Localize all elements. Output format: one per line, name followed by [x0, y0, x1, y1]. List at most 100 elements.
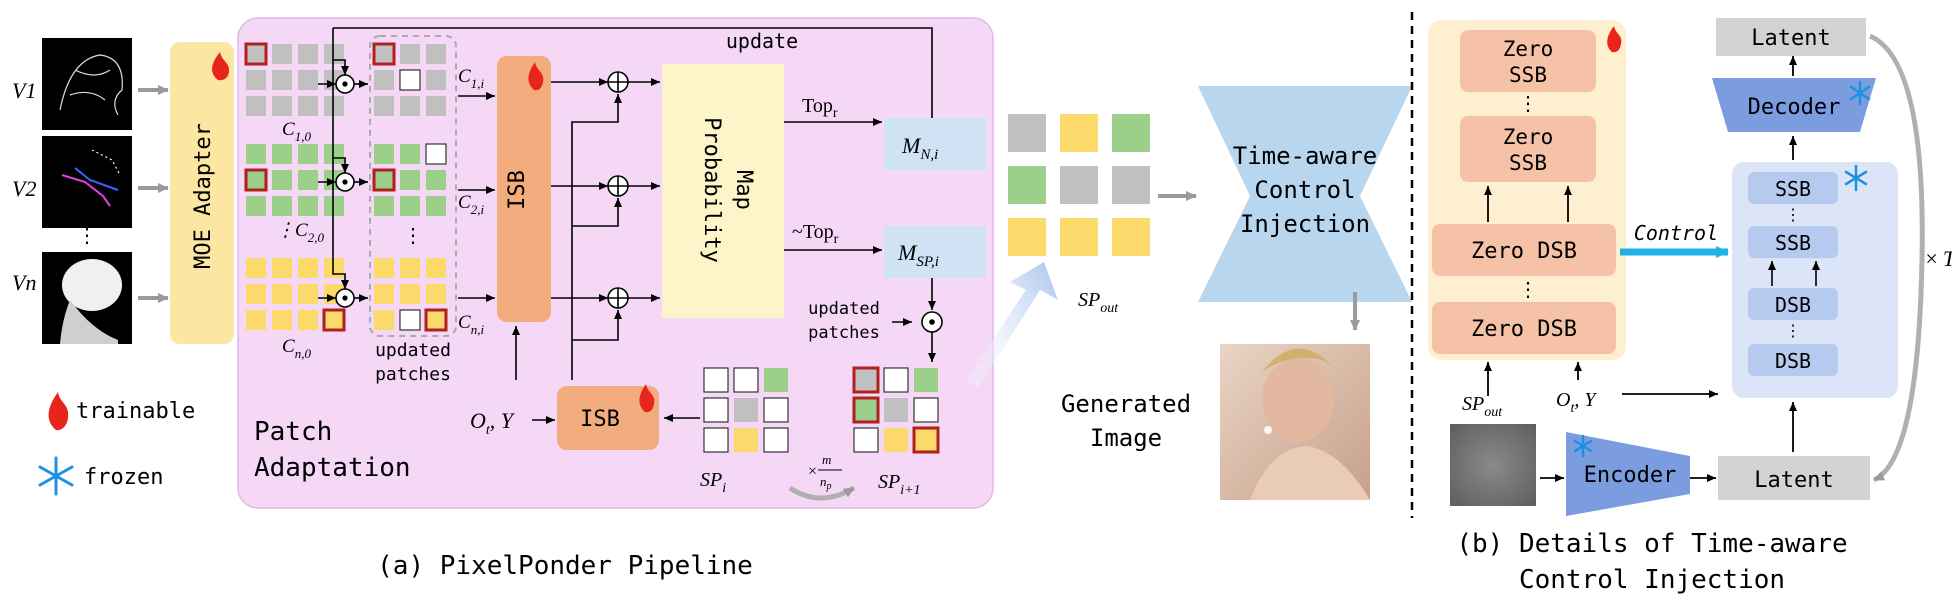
patch-cell	[246, 284, 266, 304]
tci-label-3: Injection	[1240, 210, 1370, 238]
patch-cell	[298, 170, 318, 190]
patch-cell	[272, 96, 292, 116]
grid-spout	[1008, 114, 1150, 256]
patch-cell	[246, 196, 266, 216]
patch-cell	[1060, 218, 1098, 256]
patch-cell	[852, 396, 880, 424]
sp-out-arrow	[966, 262, 1058, 388]
zero-dsb-1: Zero DSB	[1471, 239, 1577, 264]
zero-ssb-2-l1: Zero	[1503, 125, 1554, 149]
patch-cell	[272, 258, 292, 278]
patch-cell	[374, 196, 394, 216]
patch-cell	[298, 70, 318, 90]
probability-map-label-1: Probability	[699, 117, 724, 263]
input-image-vn	[42, 252, 132, 344]
tci-block	[1198, 86, 1412, 302]
times-t-label: ×T	[1924, 246, 1952, 271]
patch-cell	[399, 309, 421, 331]
patch-adaptation-title-2: Adaptation	[254, 453, 411, 483]
frozen-panel	[1732, 162, 1898, 398]
dsb-1: DSB	[1775, 293, 1811, 317]
grid-spi	[703, 367, 789, 453]
mni-block	[884, 118, 986, 170]
patch-cell	[272, 310, 292, 330]
patch-cell	[1060, 166, 1098, 204]
patch-cell	[244, 42, 268, 66]
dsb-2: DSB	[1775, 349, 1811, 373]
patch-cell	[324, 196, 344, 216]
patch-cell	[914, 368, 938, 392]
patch-cell	[399, 69, 421, 91]
zero-dsb-block-2	[1432, 302, 1616, 354]
zero-dsb-ellipsis: ⋮	[1518, 279, 1538, 301]
decoder-label: Decoder	[1748, 95, 1841, 120]
moe-adapter-block	[170, 42, 234, 344]
patch-cell	[298, 196, 318, 216]
patch-cell	[426, 70, 446, 90]
patch-cell	[400, 144, 420, 164]
mspi-block	[884, 226, 986, 278]
patch-cell	[400, 44, 420, 64]
zero-ssb-1-l2: SSB	[1509, 63, 1547, 87]
patch-cell	[298, 310, 318, 330]
generated-image-label-2: Image	[1090, 424, 1162, 452]
scale-arrow	[788, 485, 856, 501]
patch-cell	[1112, 114, 1150, 152]
latent-bottom-block	[1718, 456, 1870, 500]
patch-cell	[324, 44, 344, 64]
noise-image	[1450, 424, 1536, 506]
label-spout: SPout	[1078, 289, 1119, 316]
zero-ssb-1-l1: Zero	[1503, 37, 1554, 61]
patch-cell	[372, 168, 396, 192]
patch-cell	[853, 427, 879, 453]
probability-map-label-2: Map	[731, 170, 756, 210]
generated-image-label-1: Generated	[1061, 390, 1191, 418]
snowflake-icon	[38, 456, 74, 496]
patch-cell	[734, 398, 758, 422]
patch-cell	[703, 397, 729, 423]
patch-cell	[400, 284, 420, 304]
updated-patches-frame	[369, 35, 457, 337]
patch-cell	[883, 367, 909, 393]
patch-cell	[913, 397, 939, 423]
patch-cell	[272, 196, 292, 216]
patch-cell	[372, 42, 396, 66]
patch-cell	[424, 308, 448, 332]
legend-trainable: trainable	[76, 399, 195, 424]
label-topr: Topr	[802, 95, 838, 121]
patch-cell	[400, 196, 420, 216]
patch-cell	[763, 397, 789, 423]
patch-cell	[884, 428, 908, 452]
patch-cell	[426, 96, 446, 116]
patch-grids	[244, 42, 1150, 454]
zero-ssb-block-1	[1460, 30, 1596, 92]
snowflake-icon	[1849, 80, 1871, 106]
zero-dsb-2: Zero DSB	[1471, 317, 1577, 342]
patch-adaptation-panel	[237, 17, 994, 509]
ssb-internal-arrows	[1768, 261, 1820, 286]
label-scale-m: m	[822, 452, 831, 467]
patch-cell	[763, 427, 789, 453]
patch-cell	[1008, 114, 1046, 152]
ssb-1: SSB	[1775, 177, 1811, 201]
updated-patches-2-line1: updated	[808, 299, 880, 319]
patch-cell	[272, 144, 292, 164]
isb2-label: ISB	[580, 407, 620, 432]
flame-icon	[212, 52, 230, 81]
tci-label-2: Control	[1254, 176, 1355, 204]
patch-cell	[1112, 166, 1150, 204]
probability-map-block	[662, 64, 784, 318]
label-scale: ×	[808, 463, 817, 480]
label-v1: V1	[12, 78, 36, 103]
caption-b-1: (b) Details of Time-aware	[1456, 529, 1847, 559]
latent-top-block	[1716, 18, 1866, 56]
patch-cell	[426, 284, 446, 304]
snowflake-icon	[1573, 434, 1593, 458]
label-not-topr: ~Topr	[792, 221, 839, 247]
isb2-block	[557, 386, 659, 450]
patch-cell	[374, 310, 394, 330]
encoder-label: Encoder	[1584, 463, 1677, 488]
patch-adaptation-title-1: Patch	[254, 417, 332, 447]
grid-updated-1	[372, 42, 446, 116]
